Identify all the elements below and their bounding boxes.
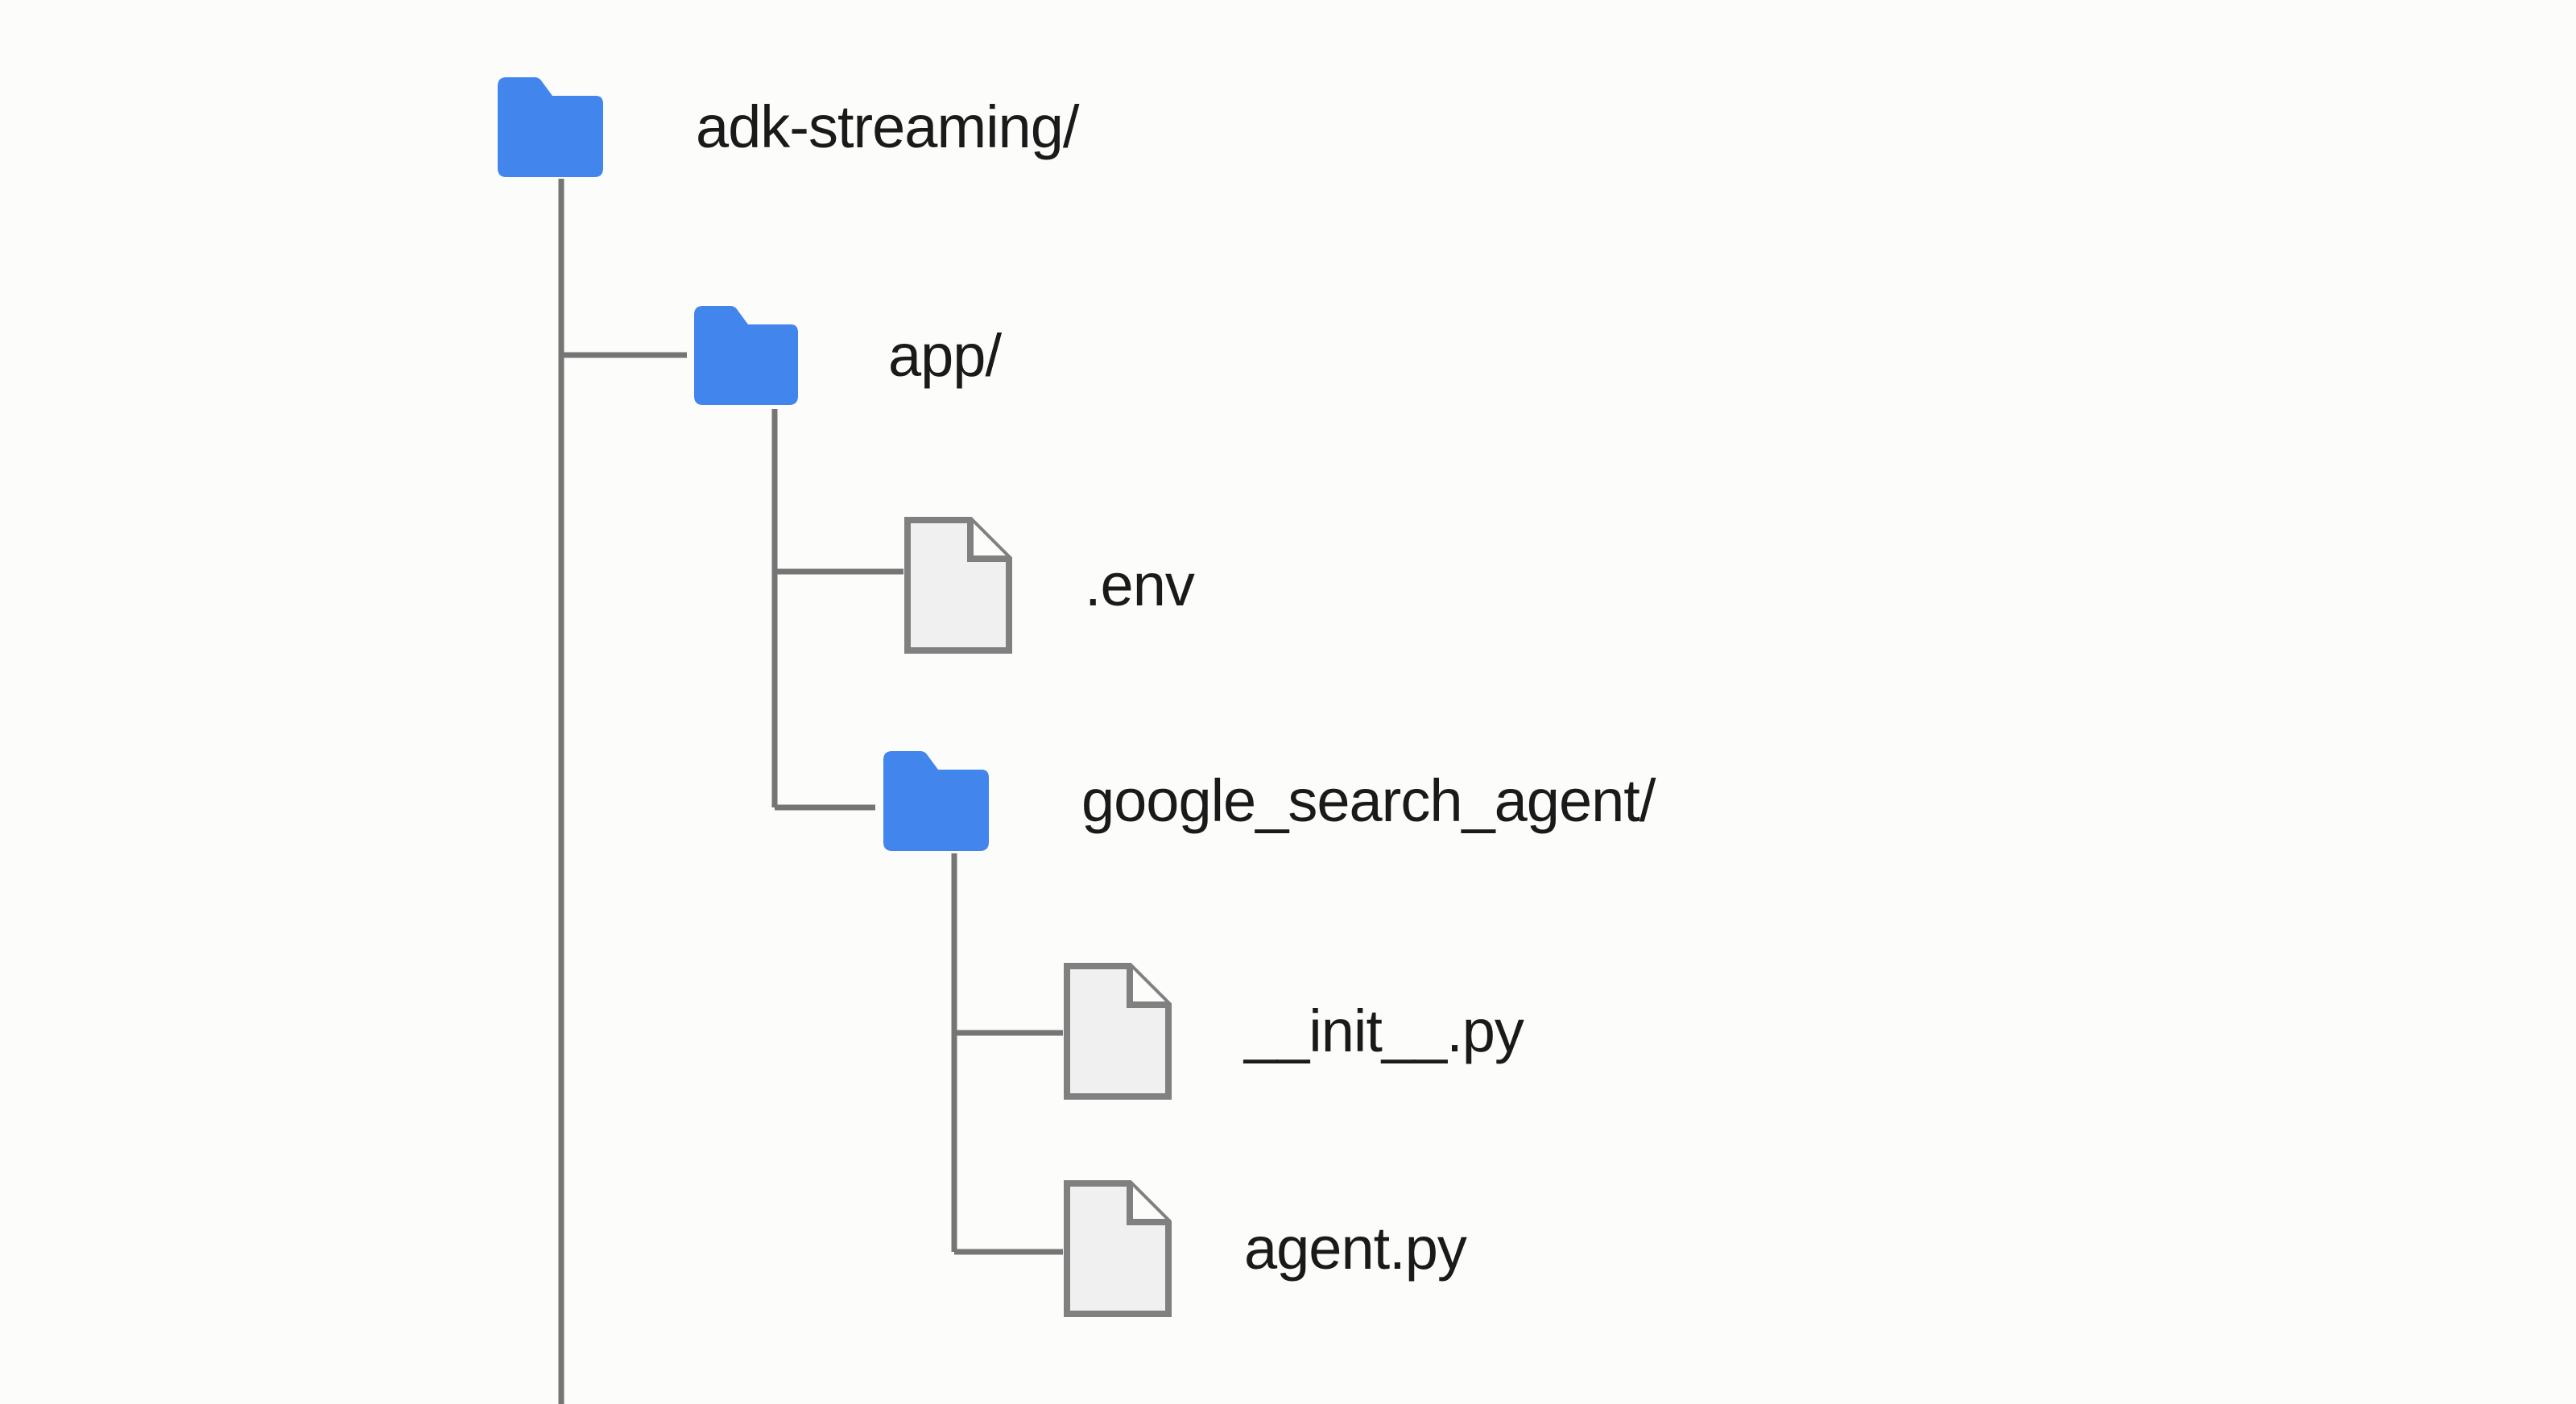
file-icon <box>903 516 1016 655</box>
tree-node-label: app/ <box>888 322 1002 389</box>
tree-node-app[interactable]: app/ <box>687 304 1002 407</box>
folder-icon <box>490 75 605 180</box>
tree-node-google-search-agent[interactable]: google_search_agent/ <box>875 749 1656 853</box>
tree-node-label: __init__.py <box>1244 997 1524 1064</box>
file-icon <box>1063 962 1176 1100</box>
folder-icon <box>875 749 990 853</box>
tree-node-agent-py[interactable]: agent.py <box>1063 1179 1467 1318</box>
tree-node-env[interactable]: .env <box>903 516 1195 655</box>
tree-node-label: adk-streaming/ <box>696 93 1079 160</box>
folder-icon <box>687 304 800 407</box>
tree-node-init-py[interactable]: __init__.py <box>1063 962 1524 1100</box>
tree-node-label: google_search_agent/ <box>1081 767 1656 834</box>
tree-node-adk-streaming[interactable]: adk-streaming/ <box>490 75 1079 180</box>
tree-node-label: .env <box>1085 551 1195 618</box>
tree-node-label: agent.py <box>1244 1215 1467 1282</box>
file-icon <box>1063 1179 1176 1318</box>
